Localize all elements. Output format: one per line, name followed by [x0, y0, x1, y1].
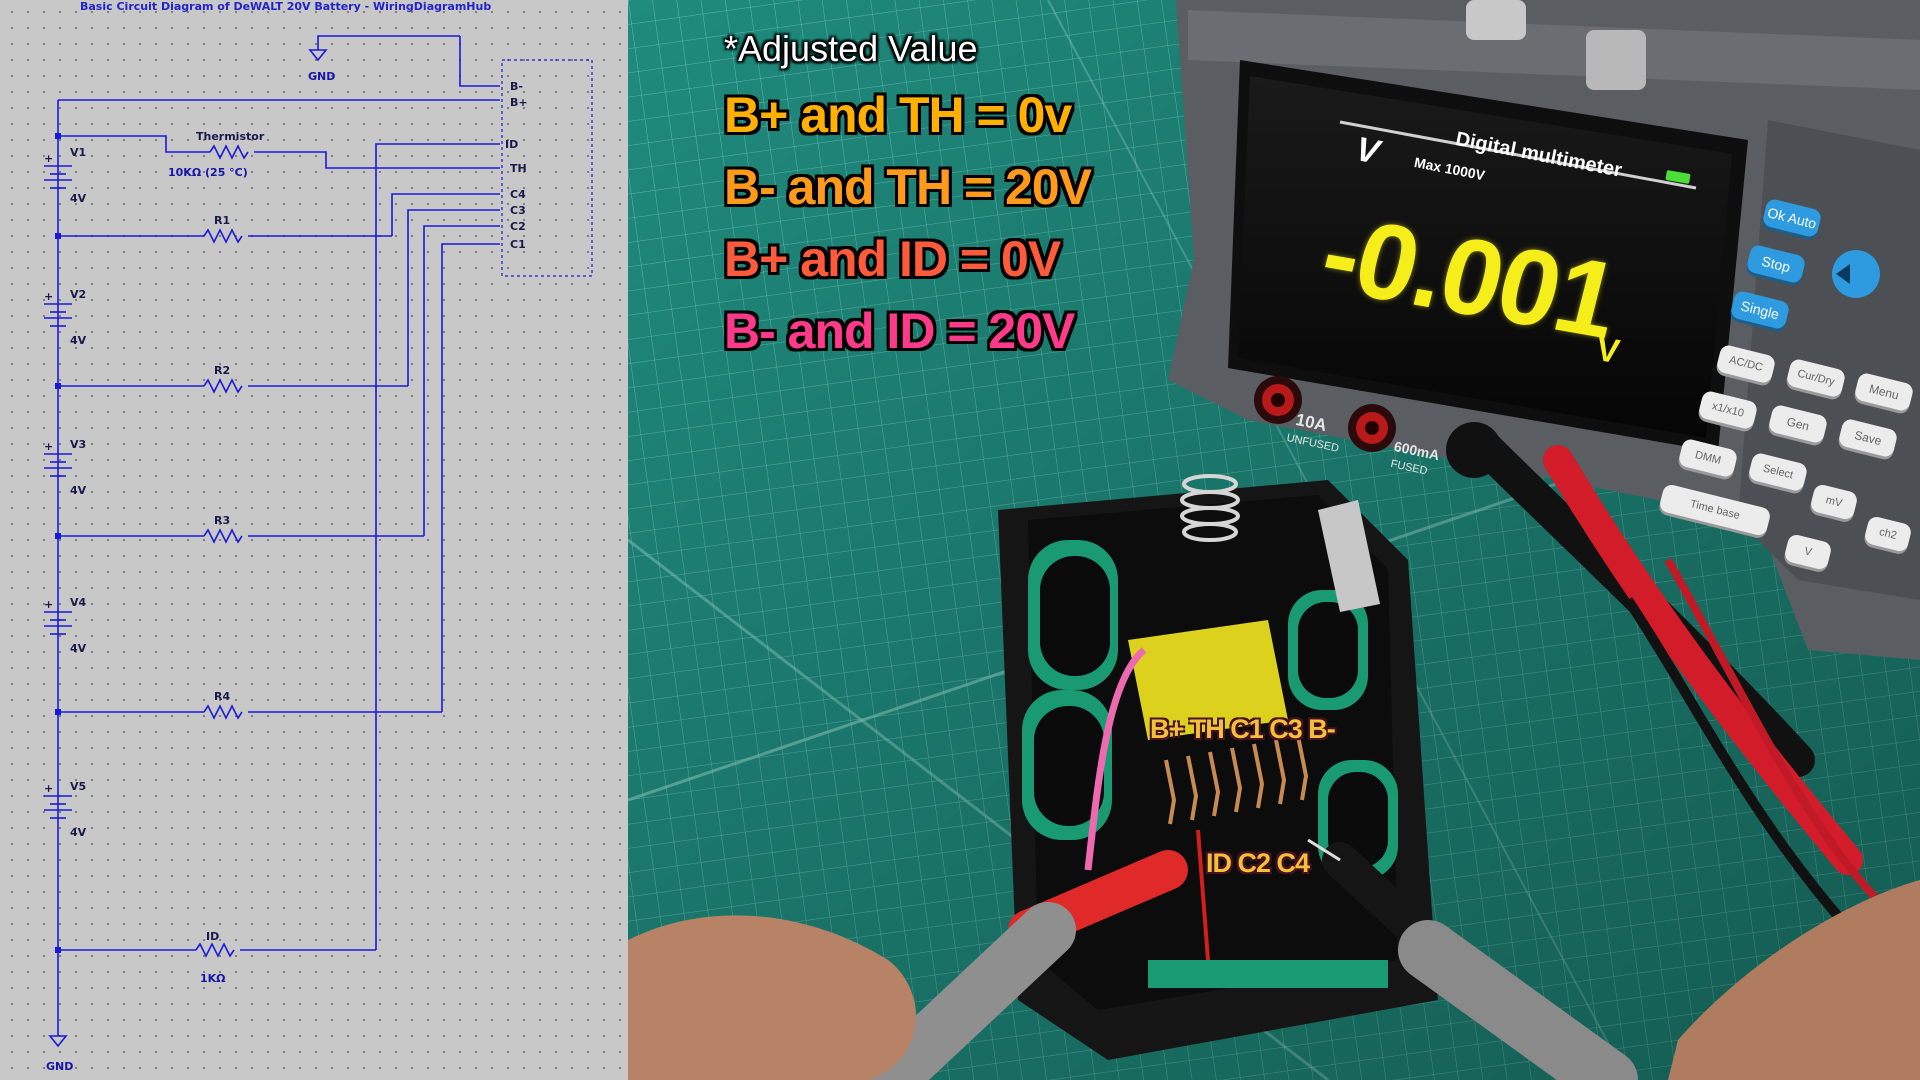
cell-v4-value: 4V: [70, 642, 87, 655]
resistor-r2: [58, 378, 408, 394]
cell-v5-name: V5: [70, 780, 86, 793]
resistor-r3: [58, 528, 424, 544]
pin-c1: C1: [510, 238, 526, 251]
cell-v3-value: 4V: [70, 484, 87, 497]
resistor-id-label: ID: [206, 930, 219, 943]
cell-v5: +: [44, 782, 72, 819]
cell-v5-value: 4V: [70, 826, 87, 839]
svg-text:+: +: [44, 440, 53, 453]
svg-text:+: +: [44, 782, 53, 795]
thermistor-label: Thermistor: [196, 130, 265, 143]
right-hand: [1668, 880, 1920, 1080]
resistor-r1-label: R1: [214, 214, 230, 227]
cell-v1: +: [44, 152, 72, 189]
cell-v1-value: 4V: [70, 192, 87, 205]
resistor-id-value: 1KΩ: [200, 972, 226, 985]
cell-v2: +: [44, 290, 72, 327]
pin-c4: C4: [510, 188, 526, 201]
measurement-4: B- and ID = 20V: [724, 303, 1075, 359]
svg-text:+: +: [44, 152, 53, 165]
left-hand: [628, 915, 916, 1080]
photo-scene: [628, 0, 1920, 1080]
cell-v3: +: [44, 440, 72, 477]
pin-labels-bottom: ID C2 C4: [1206, 848, 1310, 878]
ground-symbol-top: [308, 35, 500, 87]
connector-pins: B- B+ ID TH C4 C3 C2 C1: [505, 80, 528, 251]
ground-symbol-bottom: [48, 1035, 68, 1048]
pin-labels-top: B+ TH C1 C3 B-: [1150, 714, 1336, 744]
diagram-title: Basic Circuit Diagram of DeWALT 20V Batt…: [80, 0, 491, 13]
resistor-r1: [58, 228, 392, 244]
junction-nodes: [55, 133, 61, 953]
cell-v1-name: V1: [70, 146, 86, 159]
adjusted-value-title: *Adjusted Value: [724, 28, 978, 69]
svg-text:+: +: [44, 290, 53, 303]
pin-c2: C2: [510, 220, 526, 233]
gnd-top-label: GND: [308, 70, 335, 83]
svg-text:+: +: [44, 598, 53, 611]
pin-b-minus: B-: [510, 80, 523, 93]
resistor-r2-label: R2: [214, 364, 230, 377]
thermistor-value: 10KΩ (25 °C): [168, 166, 248, 179]
measurement-1: B+ and TH = 0v: [724, 87, 1072, 143]
cell-v2-value: 4V: [70, 334, 87, 347]
cell-v2-name: V2: [70, 288, 86, 301]
resistor-r3-label: R3: [214, 514, 230, 527]
cell-v3-name: V3: [70, 438, 86, 451]
pin-c3: C3: [510, 204, 526, 217]
resistor-r4: [58, 704, 442, 720]
cell-v4: +: [44, 598, 72, 635]
schematic-panel: Basic Circuit Diagram of DeWALT 20V Batt…: [0, 0, 628, 1080]
connector-box: [501, 59, 593, 277]
cell-v4-name: V4: [70, 596, 87, 609]
measurement-3: B+ and ID = 0V: [724, 231, 1061, 287]
resistor-id: [58, 942, 376, 958]
battery-pack: [998, 474, 1438, 1060]
gnd-bottom-label: GND: [46, 1060, 73, 1073]
circuit-diagram: Basic Circuit Diagram of DeWALT 20V Batt…: [44, 0, 593, 1073]
thermistor-symbol: [209, 144, 249, 160]
pin-th: TH: [510, 162, 527, 175]
resistor-r4-label: R4: [214, 690, 230, 703]
photo-panel: V Digital multimeter Max 1000V -0.001 V …: [628, 0, 1920, 1080]
pin-id: ID: [505, 138, 518, 151]
pin-b-plus: B+: [510, 96, 528, 109]
measurement-2: B- and TH = 20V: [724, 159, 1092, 215]
